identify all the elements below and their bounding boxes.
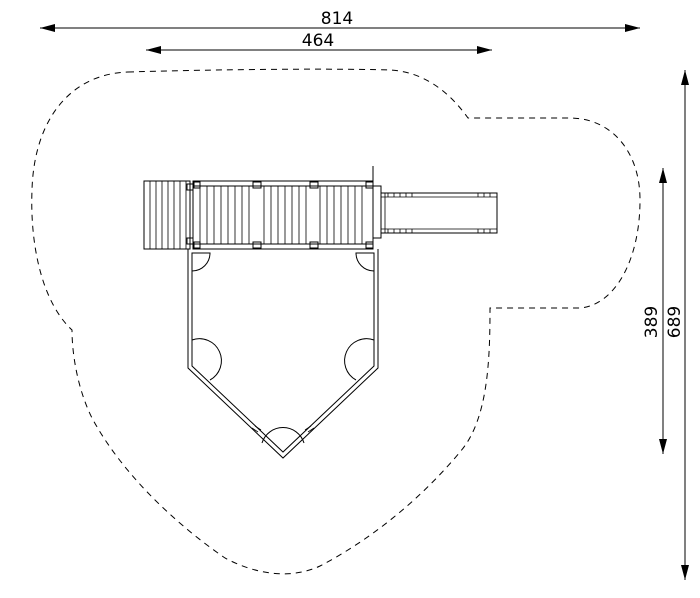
slide [372, 166, 498, 239]
dimension-label-overall-width: 814 [321, 9, 353, 29]
dimension-overall-depth: 689 [665, 70, 689, 580]
dimension-overall-width: 814 [40, 9, 640, 32]
dimension-tower-depth: 389 [642, 168, 667, 454]
dimension-tower-width: 464 [146, 31, 492, 54]
safety-zone-outline [31, 68, 641, 575]
pentagon-enclosure [187, 249, 379, 459]
play-tower [143, 166, 498, 459]
dimension-label-tower-depth: 389 [642, 306, 662, 338]
dimension-label-overall-depth: 689 [665, 306, 685, 338]
left-deck [143, 180, 194, 250]
main-deck [192, 180, 374, 250]
dimension-label-tower-width: 464 [302, 31, 334, 51]
